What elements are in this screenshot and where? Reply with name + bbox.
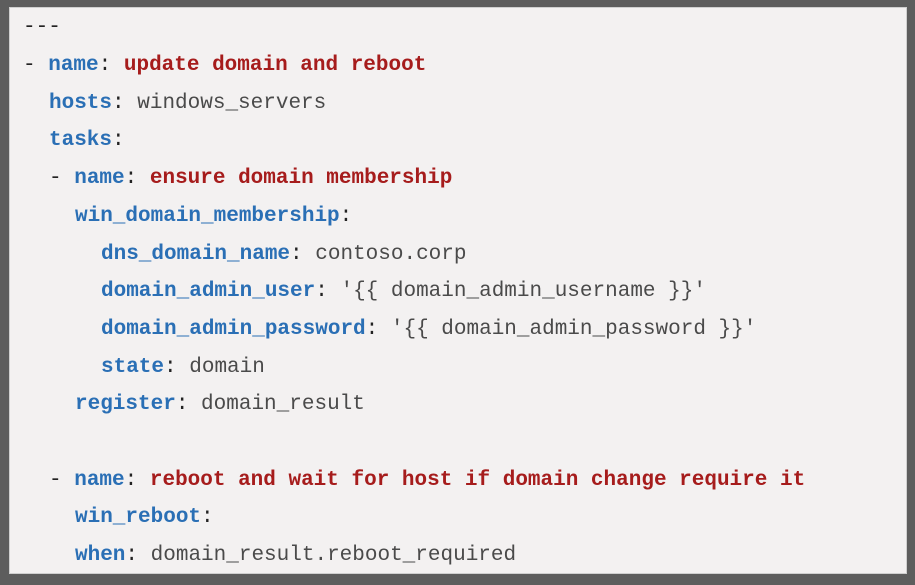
yaml-task-name: update domain and reboot	[123, 54, 427, 77]
key-colon: :	[164, 356, 190, 379]
code-line: domain_admin_user: '{{ domain_admin_user…	[23, 277, 706, 307]
key-colon: :	[124, 167, 150, 190]
key-colon: :	[125, 544, 151, 567]
key-colon: :	[315, 280, 341, 303]
code-line: ---	[23, 13, 61, 43]
yaml-key: when	[75, 544, 126, 567]
yaml-key: state	[101, 356, 165, 379]
yaml-key: name	[74, 167, 125, 190]
yaml-value: domain_result.reboot_required	[150, 544, 517, 567]
yaml-value: ---	[23, 16, 61, 39]
code-line: win_reboot:	[23, 503, 214, 533]
code-line: hosts: windows_servers	[23, 89, 326, 119]
yaml-key: dns_domain_name	[101, 243, 291, 266]
key-colon: :	[98, 54, 124, 77]
yaml-value: '{{ domain_admin_password }}'	[390, 318, 757, 341]
code-line: register: domain_result	[23, 390, 365, 420]
key-colon: :	[175, 393, 202, 416]
code-line: - name: ensure domain membership	[23, 164, 452, 194]
key-colon: :	[339, 205, 353, 228]
code-line: - name: update domain and reboot	[23, 51, 426, 81]
code-line: when: domain_result.reboot_required	[23, 541, 516, 571]
yaml-value: domain	[189, 356, 265, 379]
yaml-key: domain_admin_user	[101, 280, 316, 303]
key-colon: :	[290, 243, 316, 266]
list-dash: -	[49, 167, 75, 190]
yaml-key: register	[75, 393, 176, 416]
list-dash: -	[23, 54, 49, 77]
code-line: dns_domain_name: contoso.corp	[23, 240, 466, 270]
yaml-task-name: reboot and wait for host if domain chang…	[149, 469, 806, 492]
yaml-value: domain_result	[201, 393, 365, 416]
code-line: tasks:	[23, 126, 125, 156]
code-line: - name: reboot and wait for host if doma…	[23, 466, 805, 496]
key-colon: :	[365, 318, 391, 341]
yaml-key: win_domain_membership	[75, 205, 340, 228]
yaml-key: domain_admin_password	[101, 318, 366, 341]
list-dash: -	[49, 469, 75, 492]
key-colon: :	[112, 129, 125, 152]
yaml-value: contoso.corp	[315, 243, 467, 266]
yaml-key: name	[48, 54, 99, 77]
yaml-task-name: ensure domain membership	[149, 167, 453, 190]
code-line: state: domain	[23, 353, 265, 383]
key-colon: :	[112, 92, 138, 115]
code-line: domain_admin_password: '{{ domain_admin_…	[23, 315, 756, 345]
yaml-value: windows_servers	[137, 92, 327, 115]
key-colon: :	[201, 506, 214, 529]
yaml-key: name	[74, 469, 125, 492]
yaml-value: '{{ domain_admin_username }}'	[340, 280, 706, 303]
yaml-key: hosts	[49, 92, 113, 115]
yaml-key: win_reboot	[75, 506, 202, 529]
key-colon: :	[124, 469, 150, 492]
code-line: win_domain_membership:	[23, 202, 352, 232]
yaml-key: tasks	[49, 129, 113, 152]
